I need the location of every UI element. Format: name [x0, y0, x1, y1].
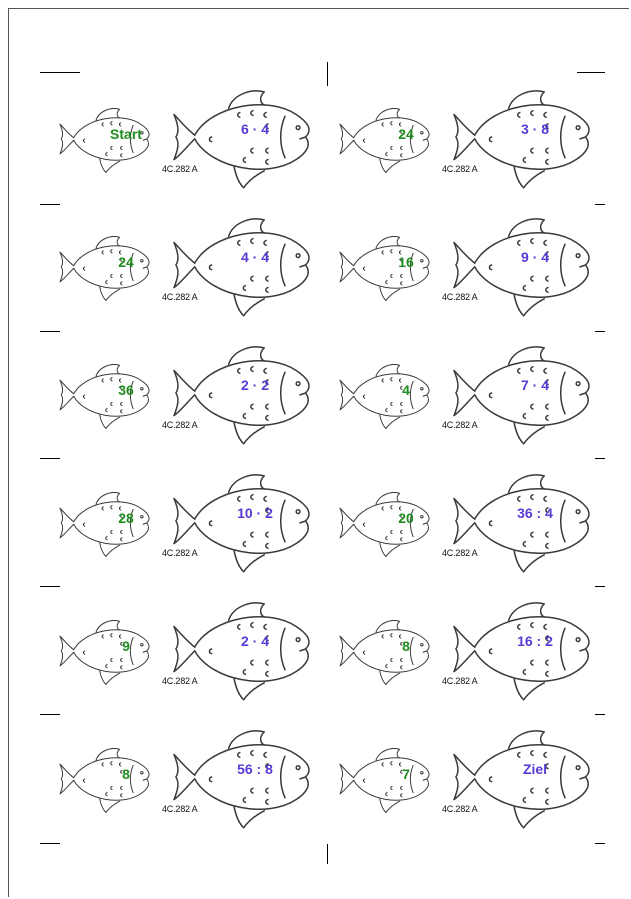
task-expression: 3 · 8 — [520, 121, 549, 137]
fish-drawings — [59, 730, 310, 829]
answer-number: 16 — [398, 254, 414, 270]
answer-number: 8 — [122, 766, 130, 782]
task-expression: 2 · 2 — [240, 377, 269, 393]
card-code: 4C.282 A — [442, 420, 478, 430]
answer-number: 28 — [118, 510, 134, 526]
cut-mark — [595, 458, 605, 459]
fish-drawings — [59, 90, 310, 189]
fish-drawings — [59, 346, 310, 445]
fish-drawings — [339, 218, 590, 317]
domino-card: 7 Ziel 4C.282 A — [320, 730, 600, 864]
answer-number: 7 — [402, 766, 410, 782]
card-code: 4C.282 A — [442, 292, 478, 302]
card-code: 4C.282 A — [442, 804, 478, 814]
card-code: 4C.282 A — [442, 164, 478, 174]
card-code: 4C.282 A — [442, 676, 478, 686]
card-code: 4C.282 A — [162, 164, 198, 174]
domino-card: 36 2 · 2 4C.282 A — [40, 346, 320, 480]
answer-number: 20 — [398, 510, 414, 526]
task-expression: 2 · 4 — [240, 633, 269, 649]
domino-card: Start 6 · 4 4C.282 A — [40, 90, 320, 224]
answer-number: 24 — [398, 126, 414, 142]
domino-card: 4 7 · 4 4C.282 A — [320, 346, 600, 480]
domino-card: 20 36 : 4 4C.282 A — [320, 474, 600, 608]
domino-card: 8 16 : 2 4C.282 A — [320, 602, 600, 736]
domino-card: 8 56 : 8 4C.282 A — [40, 730, 320, 864]
fish-drawings — [339, 602, 590, 701]
task-expression: 4 · 4 — [240, 249, 269, 265]
task-expression: Ziel — [522, 761, 548, 777]
task-expression: 10 · 2 — [237, 505, 273, 521]
card-code: 4C.282 A — [162, 292, 198, 302]
cut-mark — [40, 331, 60, 332]
cut-mark — [40, 843, 60, 844]
cut-mark — [327, 62, 328, 86]
card-code: 4C.282 A — [162, 548, 198, 558]
cut-mark — [595, 586, 605, 587]
task-expression: 16 : 2 — [517, 633, 553, 649]
cut-mark — [595, 204, 605, 205]
card-code: 4C.282 A — [162, 804, 198, 814]
cut-mark — [40, 72, 80, 73]
fish-drawings — [339, 346, 590, 445]
domino-card: 28 10 · 2 4C.282 A — [40, 474, 320, 608]
cut-mark — [595, 331, 605, 332]
answer-number: 8 — [402, 638, 410, 654]
fish-drawings — [339, 90, 590, 189]
task-expression: 56 : 8 — [237, 761, 273, 777]
cut-mark — [577, 72, 605, 73]
fish-drawings — [59, 602, 310, 701]
cut-mark — [40, 586, 60, 587]
domino-card: 24 4 · 4 4C.282 A — [40, 218, 320, 352]
card-code: 4C.282 A — [162, 676, 198, 686]
answer-number: 36 — [118, 382, 134, 398]
cut-mark — [40, 204, 60, 205]
cut-mark — [327, 844, 328, 864]
fish-drawings — [59, 218, 310, 317]
task-expression: 6 · 4 — [240, 121, 269, 137]
cut-mark — [40, 714, 60, 715]
domino-card: 9 2 · 4 4C.282 A — [40, 602, 320, 736]
cut-mark — [595, 843, 605, 844]
card-code: 4C.282 A — [162, 420, 198, 430]
task-expression: 36 : 4 — [517, 505, 553, 521]
answer-number: 9 — [122, 638, 130, 654]
card-code: 4C.282 A — [442, 548, 478, 558]
task-expression: 7 · 4 — [520, 377, 549, 393]
answer-number: 24 — [118, 254, 134, 270]
answer-number: Start — [110, 126, 142, 142]
domino-card: 24 3 · 8 4C.282 A — [320, 90, 600, 224]
fish-drawings — [59, 474, 310, 573]
task-expression: 9 · 4 — [520, 249, 549, 265]
cut-mark — [595, 714, 605, 715]
answer-number: 4 — [402, 382, 410, 398]
fish-drawings — [339, 730, 590, 829]
cut-mark — [40, 458, 60, 459]
domino-card: 16 9 · 4 4C.282 A — [320, 218, 600, 352]
fish-drawings — [339, 474, 590, 573]
